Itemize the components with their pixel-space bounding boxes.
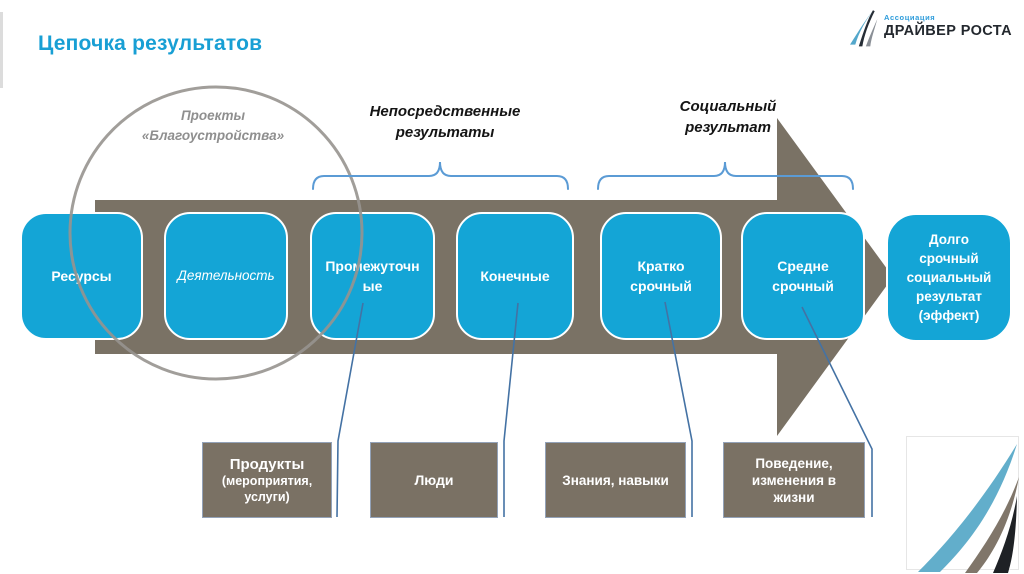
output-box-products: Продукты (мероприятия, услуги) xyxy=(202,442,332,518)
output-box-title: Поведение, изменения в жизни xyxy=(751,455,837,505)
chain-box-intermediate: Промежуточн ые xyxy=(310,212,435,340)
output-box-knowledge: Знания, навыки xyxy=(545,442,686,518)
chain-box-mid-term: Средне срочный xyxy=(741,212,865,340)
left-edge-strip xyxy=(0,12,3,88)
chain-box-label: Средне срочный xyxy=(772,258,834,294)
logo: Ассоциация ДРАЙВЕР РОСТА xyxy=(850,7,1012,47)
brace-direct-results xyxy=(312,161,569,190)
output-box-title: Продукты xyxy=(229,455,305,473)
output-box-title: Люди xyxy=(414,471,454,488)
bracket-label-direct-results: Непосредственные результаты xyxy=(369,103,521,141)
corner-swoosh-black xyxy=(993,496,1017,573)
logo-org-name: ДРАЙВЕР РОСТА xyxy=(884,22,1012,39)
chain-box-label: Ресурсы xyxy=(51,268,112,284)
chain-box-long-term-effect: Долго срочный социальный результат (эффе… xyxy=(886,213,1012,342)
chain-box-label: Деятельность xyxy=(177,268,275,283)
corner-swoosh-blue xyxy=(918,444,1017,572)
output-box-title: Знания, навыки xyxy=(562,472,669,488)
logo-swoosh-icon xyxy=(850,9,878,47)
chain-box-final-results: Конечные xyxy=(456,212,574,340)
circle-label-projects: Проекты «Благоустройства» xyxy=(141,108,285,143)
logo-org-type: Ассоциация xyxy=(884,13,936,23)
corner-swoosh-taupe xyxy=(965,477,1019,573)
bracket-label-social-result: Социальный результат xyxy=(679,98,777,136)
chain-box-label: Кратко срочный xyxy=(630,258,692,294)
chain-box-resources: Ресурсы xyxy=(20,212,143,340)
chain-box-activity: Деятельность xyxy=(164,212,288,340)
chain-box-label: Долго срочный социальный результат (эффе… xyxy=(906,232,992,323)
chain-box-label: Конечные xyxy=(480,268,550,284)
brace-social-result xyxy=(597,161,854,190)
page-title: Цепочка результатов xyxy=(38,32,263,55)
chain-box-label: Промежуточн ые xyxy=(325,258,420,294)
output-box-people: Люди xyxy=(370,442,498,518)
logo-text: Ассоциация ДРАЙВЕР РОСТА xyxy=(884,14,1012,39)
output-box-behavior: Поведение, изменения в жизни xyxy=(723,442,865,518)
corner-frame xyxy=(906,436,1019,570)
output-box-subtitle: (мероприятия, услуги) xyxy=(221,473,313,504)
chain-box-short-term: Кратко срочный xyxy=(600,212,722,340)
